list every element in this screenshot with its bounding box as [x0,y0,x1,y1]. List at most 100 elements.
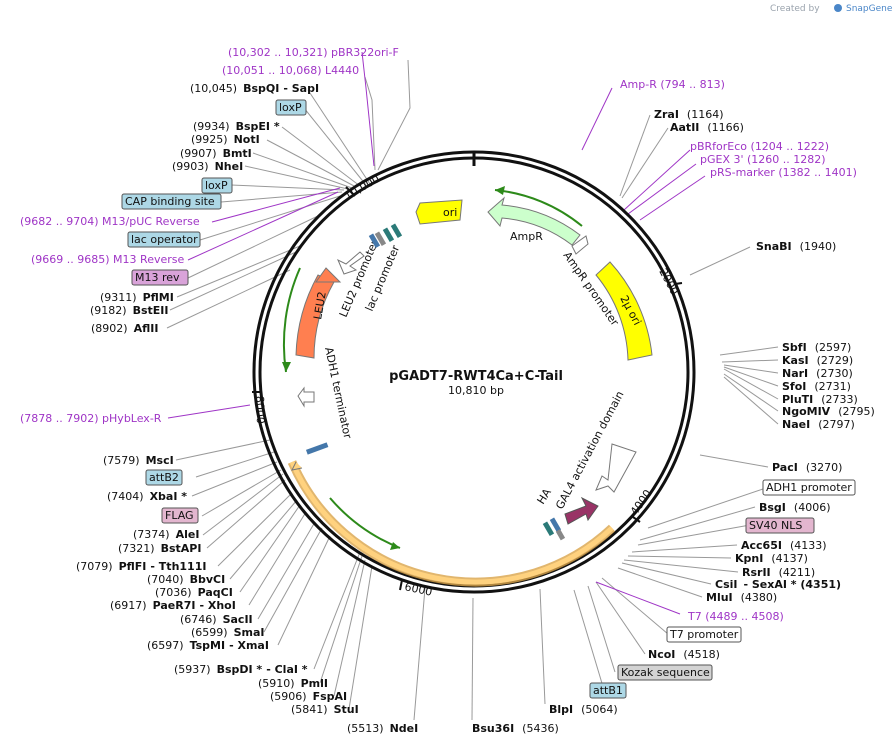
leader-line [206,479,286,549]
site-noti: (9925)NotI [191,133,260,146]
leader-line [319,555,363,684]
leader-line [621,127,669,199]
leader-line [166,269,291,329]
site-xbai: (7404)XbaI * [107,490,187,503]
site-pluti: PluTI(2733) [782,393,858,406]
leader-line [169,251,297,311]
leader-line [699,454,769,468]
leader-line [252,152,353,189]
left-restriction-sites: (10,045)BspQI- SapI (9934)BspEI * (9925)… [76,82,359,716]
site-nari: NarI(2730) [782,367,853,380]
tick-label-6000: 6000 [403,580,433,599]
leader-line [723,366,779,387]
leader-line [175,439,271,461]
leader-line [230,184,345,191]
primer-leader [211,187,341,223]
leader-line [307,89,371,185]
primer-phyblex-r: (7878 .. 7902) pHybLex-R [20,412,162,425]
site-bstapi: (7321)BstAPI [118,542,201,555]
site-bsu36i: Bsu36I(5436) [472,722,559,735]
site-alei: (7374)AleI [133,528,199,541]
leader-lines [166,59,779,721]
leader-line [689,246,751,276]
primer-pbr322ori-f: (10,302 .. 10,321) pBR322ori-F [228,46,399,59]
snapgene-brand-text: SnapGene [846,4,893,14]
leader-line [601,577,669,635]
leader-line [257,521,316,620]
site-sbfi: SbfI(2597) [782,341,851,354]
site-kasi: KasI(2729) [782,354,853,367]
plasmid-length: 10,810 bp [448,384,504,397]
leader-line [631,544,738,553]
two-micron-ori-feature: 2μ ori [595,261,653,361]
leader-line [639,506,756,541]
leader-line [627,555,732,559]
site-pflfi: (7079)PflFI- Tth111I [76,560,206,573]
feature-loxp-1: loxP [279,101,302,114]
bottom-restriction-sites: (5513)NdeI Bsu36I(5436) BlpI(5064) [347,703,618,735]
leader-line [619,114,651,197]
site-csii: CsiI- SexAI * (4351) [715,578,841,591]
tick-label-2000: 2000 [656,266,681,297]
leader-line [217,492,293,567]
site-tspmi: (6597)TspMI- XmaI [147,639,269,652]
site-rsrii: RsrII(4211) [742,566,815,579]
gal4-cds-arc [287,460,616,587]
feature-kozak-sequence: Kozak sequence [621,666,710,679]
primer-pgex3: pGEX 3' (1260 .. 1282) [700,153,826,166]
site-acc65i: Acc65I(4133) [741,539,827,552]
site-kpni: KpnI(4137) [735,552,808,565]
site-aflii: (8902)AflII [91,322,158,335]
feature-attb2: attB2 [149,471,179,484]
created-by-text: Created by [770,4,820,14]
leader-line [277,535,331,646]
leader-line [723,368,779,400]
primer-m13-puc-reverse: (9682 .. 9704) M13/pUC Reverse [20,215,200,228]
leader-line [647,488,764,529]
leader-line [201,469,282,517]
feature-adh1-promoter: ADH1 promoter [766,481,852,494]
feature-cap-binding-site: CAP binding site [125,195,215,208]
leader-line [195,451,275,478]
primer-pbrforeco: pBRforEco (1204 .. 1222) [690,140,829,153]
leader-line [313,551,361,670]
site-bspdi: (5937)BspDI *- ClaI * [174,663,308,676]
leader-line [239,504,301,593]
site-ncoi: NcoI(4518) [648,648,720,661]
leader-line [187,214,321,279]
snapgene-credit: Created by SnapGene [770,4,893,14]
adh1-terminator-label: ADH1 terminator [322,346,354,440]
leader-line [723,376,779,425]
leader-line [471,597,474,721]
boxed-features: loxP loxP CAP binding site lac operator … [121,99,856,699]
promoters-left: LEU2 promoter lac promoter [337,223,402,319]
leader-line [617,567,703,598]
feature-lac-operator: lac operator [131,233,198,246]
leader-line [220,191,343,203]
primer-leader [167,404,251,419]
site-paci: PacI(3270) [772,461,842,474]
site-paqci: (7036)PaqCI [155,586,233,599]
leu2-feature: LEU2 [282,267,342,373]
leader-line [281,126,361,187]
leader-line [333,559,366,697]
feature-t7-promoter: T7 promoter [669,628,739,641]
feature-m13-rev: M13 rev [135,271,180,284]
site-bspqi: (10,045)BspQI- SapI [190,82,319,95]
leader-line [539,588,546,705]
site-naei: NaeI(2797) [782,418,855,431]
leader-line [266,139,357,188]
sv40-nls-arrow [564,496,599,525]
leader-line [348,565,373,710]
site-mlui: MluI(4380) [706,591,777,604]
primer-t7: T7 (4489 .. 4508) [687,610,784,623]
leader-line [623,559,739,573]
primer-labels: (10,302 .. 10,321) pBR322ori-F (10,051 .… [20,46,857,623]
leader-line [377,59,411,171]
primer-leader [595,581,681,615]
site-msci: (7579)MscI [103,454,174,467]
primer-leader [623,149,691,211]
right-restriction-sites: ZraI(1164) AatII(1166) SnaBI(1940) SbfI(… [648,108,875,661]
leader-line [637,524,751,546]
